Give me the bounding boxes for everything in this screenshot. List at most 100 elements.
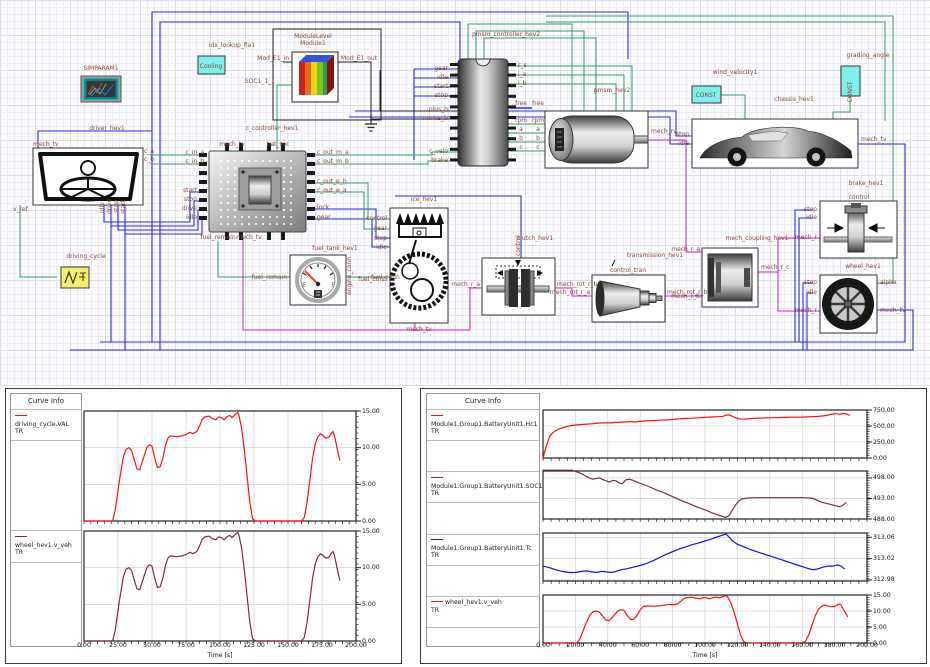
label-pc-pb: b — [519, 135, 523, 142]
wire-loop2[interactable] — [475, 30, 585, 113]
block-fuel-tank-hev1[interactable] — [289, 254, 347, 306]
y-tick-label: 0.00 — [362, 637, 376, 645]
block-driver-hev1[interactable] — [32, 147, 144, 206]
legend-entry-sub: TR — [431, 490, 440, 497]
y-tick-label: 313.02 — [873, 555, 895, 563]
wire-batsoc[interactable] — [276, 84, 292, 150]
block-cooling[interactable] — [197, 55, 226, 75]
legend-entry[interactable]: Module1.Group1.BatteryUnit1.Hc1 TR — [431, 413, 538, 436]
x-tick-label: 100.00 — [209, 642, 231, 649]
y-tick-label: 0.00 — [873, 454, 887, 462]
label-pmsm: pmsm_hev2 — [594, 87, 631, 94]
wire-brake-idle[interactable] — [798, 217, 813, 342]
plot-panel-left[interactable]: Curve Info driving_cycle.VAL TR wheel_he… — [5, 388, 402, 664]
y-tick-label: 10.00 — [873, 607, 891, 615]
wire-drv-idle[interactable] — [103, 191, 207, 223]
x-tick-label: 50.00 — [143, 642, 161, 649]
block-wheel-hev1[interactable] — [819, 274, 878, 334]
block-transmission-hev1[interactable] — [591, 259, 666, 323]
x-tick-label: 200.00 — [856, 642, 878, 649]
label-cc-out-e-b: c_out_e_b — [317, 178, 347, 185]
block-wind-velocity1[interactable] — [691, 85, 722, 104]
plot-driving_cycle[interactable] — [83, 410, 374, 527]
label-driver-mech-tv: mech_tv — [33, 141, 59, 148]
plot-v_veh_right[interactable] — [542, 594, 885, 649]
label-soc1: SOC1_1_1 — [245, 78, 275, 85]
wire-drv-drive[interactable] — [110, 200, 207, 227]
legend-entry[interactable]: wheel_hev1.v_veh TR — [431, 599, 537, 614]
wire-driver-label[interactable] — [37, 130, 152, 150]
legend-entry[interactable]: wheel_hev1.v_veh TR — [15, 534, 79, 557]
block-brake-hev1[interactable] — [819, 200, 898, 259]
dip-pins-icon — [450, 63, 516, 162]
wire-chassis-mech[interactable] — [100, 143, 906, 343]
wire-brake-stop[interactable] — [794, 209, 813, 342]
x-tick-label: 180.00 — [823, 642, 846, 649]
block-c-controller-hev1[interactable] — [199, 143, 315, 240]
car-window-icon — [747, 130, 789, 142]
legend-entry[interactable]: Module1.Group1.BatteryUnit1.Tc TR — [431, 537, 537, 560]
wire-lock-ice[interactable] — [307, 208, 390, 239]
wire-wheel-stop[interactable] — [802, 282, 813, 350]
plot-soc1[interactable] — [542, 469, 885, 525]
label-ice-fuel-conn: fuel_conn — [358, 276, 387, 283]
wire-rs[interactable] — [508, 65, 633, 113]
wire-loop1[interactable] — [467, 23, 573, 113]
wire-bus-top-1[interactable] — [151, 11, 629, 342]
wire-fuel-remain[interactable] — [217, 241, 290, 278]
wire-ice-gear[interactable] — [307, 191, 390, 230]
plot-hc1[interactable] — [542, 409, 885, 464]
wire-gear-ice[interactable] — [307, 218, 390, 248]
label-ice-control: control — [366, 215, 387, 222]
label-wh-mech-tv: mech_tv — [880, 307, 906, 314]
block-mech-coupling-hev1[interactable] — [701, 247, 759, 308]
wire-wind[interactable] — [721, 94, 746, 121]
wire-motor-coup[interactable] — [648, 139, 702, 253]
wire-grading[interactable] — [832, 96, 851, 121]
block-module1[interactable] — [272, 28, 382, 121]
legend-entry-label: Module1.Group1.BatteryUnit1.Hc1 — [431, 420, 538, 428]
wire-clutch-trans[interactable] — [555, 287, 592, 297]
wire-brake-sig[interactable] — [307, 160, 458, 165]
wire-wheel-idle[interactable] — [806, 292, 813, 350]
label-ice-mech: mech_tv — [406, 326, 432, 333]
label-pc-brake: brake — [431, 157, 448, 164]
wire-clutch-control[interactable] — [395, 195, 522, 260]
block-chassis-hev1[interactable] — [691, 118, 859, 169]
wire-ice-control[interactable] — [307, 182, 390, 220]
wire-plus-b[interactable] — [379, 70, 458, 112]
label-ft-remain: fuel_remain — [252, 274, 287, 281]
gauge-needle-icon — [304, 270, 319, 285]
plot-v_veh_left[interactable] — [83, 530, 374, 647]
block-ice-hev1[interactable] — [389, 207, 449, 324]
legend-entry-label: Module1.Group1.BatteryUnit1.Tc — [431, 544, 532, 552]
clutch-disk-icon — [509, 269, 518, 307]
wire-bus-bottom-2[interactable] — [70, 309, 914, 351]
wire-cvelo[interactable] — [307, 151, 458, 156]
block-simparam1[interactable] — [80, 75, 122, 103]
wire-mod-out-gnd[interactable] — [338, 61, 372, 114]
legend-entry[interactable]: driving_cycle.VAL TR — [15, 413, 79, 436]
plot-panel-right[interactable]: Curve Info Module1.Group1.BatteryUnit1.H… — [420, 388, 927, 664]
block-driving-cycle[interactable] — [60, 266, 90, 289]
wire-green-right[interactable] — [546, 21, 886, 121]
block-pmsm-hev2[interactable] — [544, 110, 649, 169]
wire-ib[interactable] — [508, 83, 617, 113]
wire-alpha[interactable] — [546, 15, 894, 284]
block-grading-angle[interactable] — [840, 65, 861, 97]
label-pc-cvelo: c_velo — [429, 148, 448, 155]
plot-tc[interactable] — [542, 532, 885, 587]
wire-chassis-stop[interactable] — [355, 110, 692, 137]
wire-ia[interactable] — [508, 74, 625, 113]
label-ft-conn: fuel_conn — [371, 274, 400, 281]
legend-entry[interactable]: Module1.Group1.BatteryUnit1.SOC1 TR — [431, 475, 543, 498]
wire-vref[interactable] — [19, 205, 57, 278]
block-clutch-hev1[interactable] — [481, 257, 556, 316]
wire-mech-bus[interactable] — [242, 237, 482, 331]
x-tick-label: 125.00 — [243, 642, 265, 649]
block-pmsm-controller-hev2[interactable] — [450, 58, 516, 167]
label-cc-in-a: c_in_a — [186, 149, 205, 156]
wire-bus-top-2[interactable] — [159, 21, 461, 350]
